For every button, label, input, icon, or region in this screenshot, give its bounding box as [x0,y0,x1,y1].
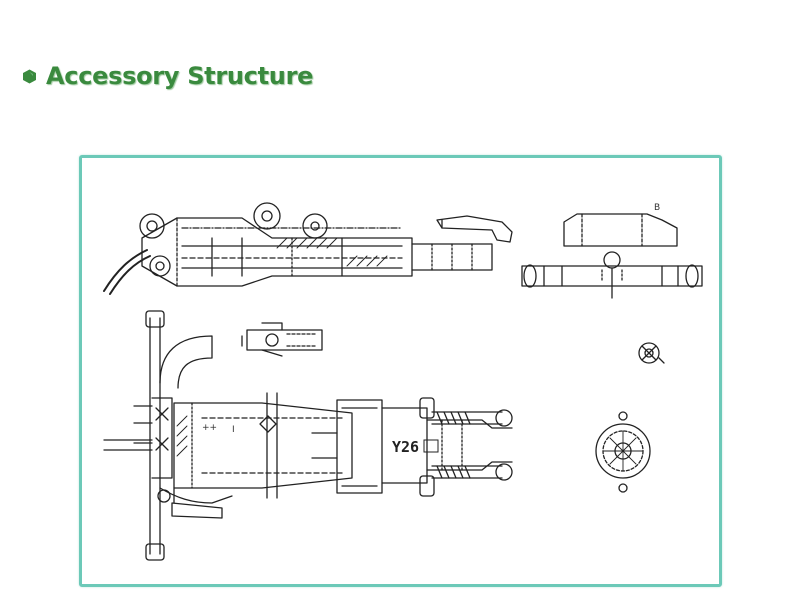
drill-side-view [103,202,513,295]
diagram-frame: Y26 ++ I B [79,155,722,587]
plus-mark: ++ [202,423,217,433]
hexagon-bullet-icon [23,69,36,83]
drill-top-view [521,213,703,299]
model-label: Y26 [392,438,419,456]
drill-front-view [103,310,513,561]
gear-detail-small [638,342,665,364]
gear-detail-large [595,411,651,493]
small-fitting-detail [241,322,323,357]
small-mark-i: I [232,425,235,435]
section-heading: Accessory Structure [22,58,313,94]
section-title: Accessory Structure [46,62,314,90]
rock-drill-technical-drawing: Y26 ++ I B [103,202,703,561]
small-mark-b: B [654,203,660,213]
